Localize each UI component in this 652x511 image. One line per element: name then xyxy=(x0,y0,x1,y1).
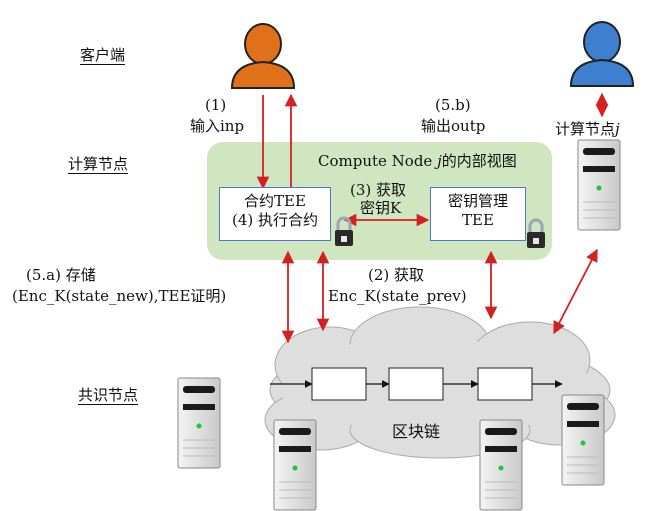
step-2-line1: (2) 获取 xyxy=(368,266,425,284)
chain-block-1 xyxy=(311,367,367,401)
step-5a-line2: (Enc_K(state_new),TEE证明) xyxy=(12,287,227,305)
consensus-server-2 xyxy=(273,419,317,511)
row-label-consensus: 共识节点 xyxy=(78,386,139,404)
compute-region-title: Compute Node j的内部视图 xyxy=(318,152,517,170)
consensus-server-4 xyxy=(561,394,605,486)
compute-node-j-server xyxy=(577,139,621,231)
step-5b-text: 输出outp xyxy=(421,117,486,135)
step-3-line1: (3) 获取 xyxy=(350,181,407,199)
arrow-node-chain xyxy=(553,248,598,335)
key-tee-line1: 密钥管理 xyxy=(447,192,508,210)
row-label-compute: 计算节点 xyxy=(68,155,129,173)
step-5a-line1: (5.a) 存储 xyxy=(26,266,96,284)
consensus-server-1 xyxy=(177,377,221,469)
chain-block-2 xyxy=(388,367,444,401)
compute-node-j-label: 计算节点j xyxy=(555,120,620,138)
blockchain-label: 区块链 xyxy=(392,422,441,441)
contract-tee-line1: 合约TEE xyxy=(244,192,306,210)
step-1-number: (1) xyxy=(205,96,227,114)
key-management-tee-box: 密钥管理 TEE xyxy=(430,187,526,241)
step-3-line2: 密钥K xyxy=(360,199,402,217)
contract-tee-line2: (4) 执行合约 xyxy=(231,211,319,229)
step-2-line2: Enc_K(state_prev) xyxy=(328,287,467,305)
step-5b-number: (5.b) xyxy=(435,96,471,114)
contract-tee-box: 合约TEE (4) 执行合约 xyxy=(219,187,331,241)
chain-block-3 xyxy=(477,367,533,401)
consensus-server-3 xyxy=(479,419,523,511)
step-1-text: 输入inp xyxy=(190,117,245,135)
client-user-icon xyxy=(230,23,296,89)
key-tee-line2: TEE xyxy=(462,211,494,229)
peer-user-icon xyxy=(569,21,635,87)
row-label-client: 客户端 xyxy=(80,46,126,64)
